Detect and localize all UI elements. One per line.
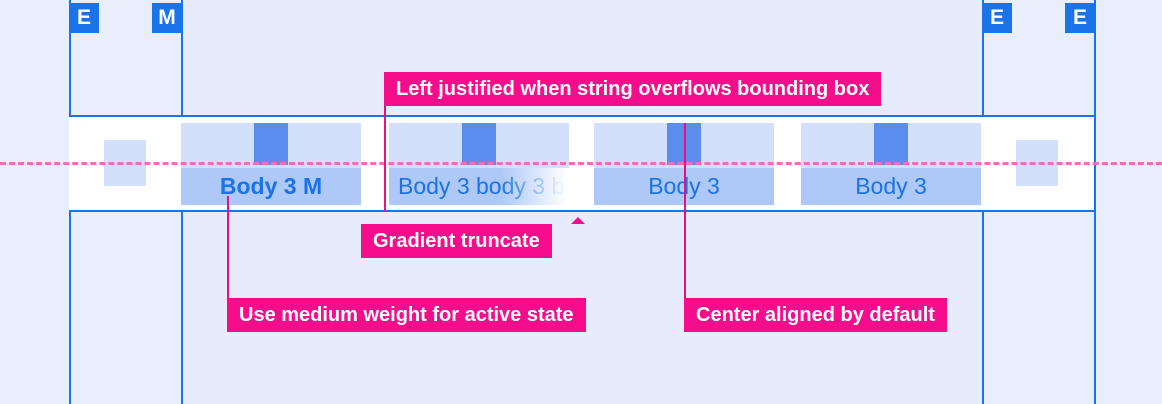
annotation-left-justified: Left justified when string overflows bou… xyxy=(384,72,882,106)
tab-body xyxy=(181,123,361,168)
leader-pointer-gradient-truncate xyxy=(571,217,585,224)
tab-label: Body 3 M xyxy=(181,168,361,205)
tab-icon-placeholder xyxy=(874,123,908,165)
leader-center-aligned xyxy=(684,123,686,298)
tab-label: Body 3 xyxy=(801,168,981,205)
tab-icon-placeholder xyxy=(462,123,496,165)
vertical-guide-4 xyxy=(1094,0,1096,404)
tab-overflow-gradient[interactable]: Body 3 body 3 body 3 xyxy=(389,123,569,205)
annotation-gradient-truncate: Gradient truncate xyxy=(361,224,552,258)
marker-badge-e-right-outer: E xyxy=(1065,3,1095,33)
tab-default-center-2[interactable]: Body 3 xyxy=(801,123,981,205)
marker-badge-e-left-outer: E xyxy=(69,3,99,33)
annotation-medium-weight: Use medium weight for active state xyxy=(227,298,586,332)
tab-body xyxy=(801,123,981,168)
annotation-center-aligned: Center aligned by default xyxy=(684,298,947,332)
tab-icon-placeholder xyxy=(254,123,288,165)
tab-body xyxy=(389,123,569,168)
marker-badge-e-right-inner: E xyxy=(982,3,1012,33)
baseline-guide xyxy=(0,162,1162,165)
leader-left-justified xyxy=(384,72,386,212)
leader-medium-weight xyxy=(227,196,229,298)
tab-active-medium[interactable]: Body 3 M xyxy=(181,123,361,205)
tab-label: Body 3 body 3 body 3 xyxy=(389,168,569,205)
marker-badge-m-left-inner: M xyxy=(152,3,182,33)
